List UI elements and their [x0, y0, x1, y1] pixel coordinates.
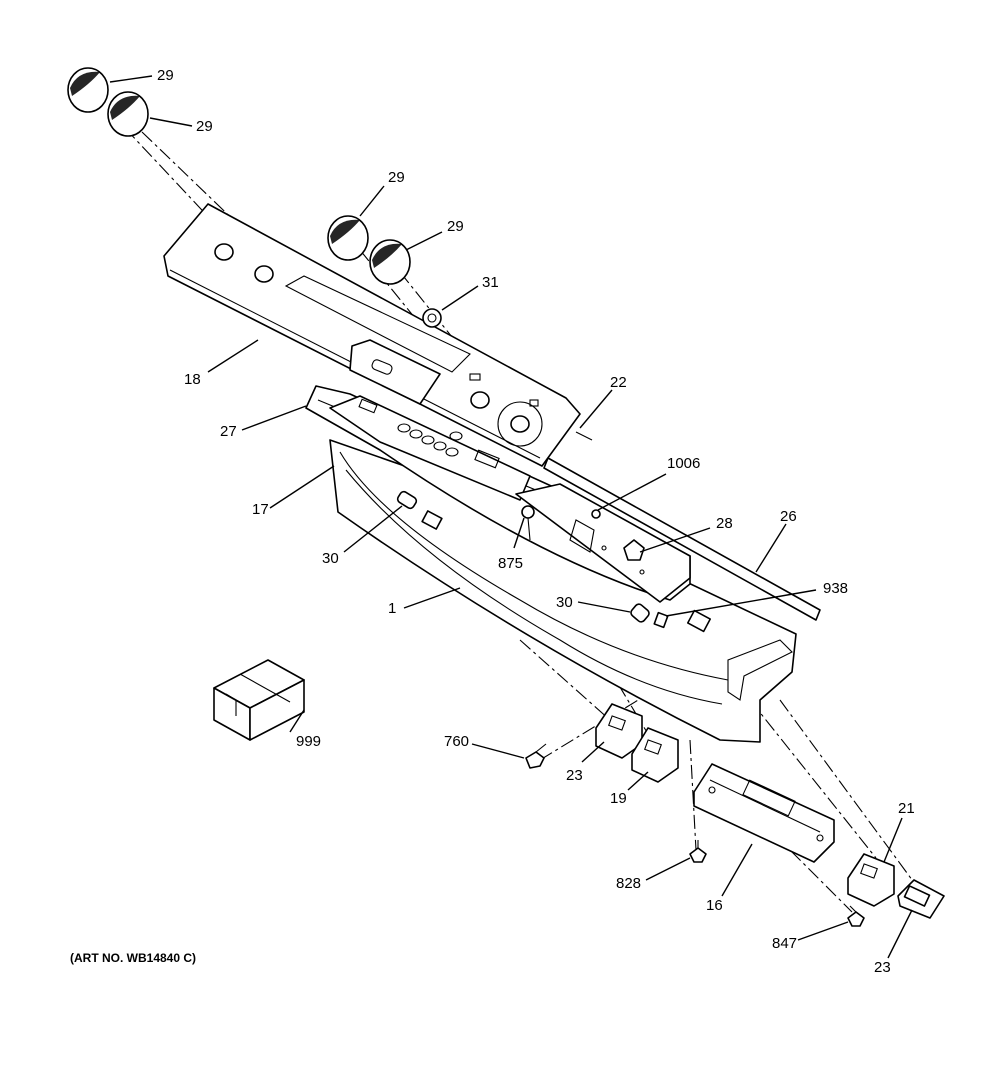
callout-29: 29	[196, 118, 213, 135]
keypad-buttons	[358, 398, 500, 469]
part-828-screw[interactable]	[689, 840, 707, 863]
art-number: (ART NO. WB14840 C)	[70, 951, 196, 965]
knob-29-c[interactable]	[327, 215, 369, 261]
part-1006-screw[interactable]	[591, 509, 601, 519]
part-19-switch[interactable]	[631, 727, 679, 783]
callout-875: 875	[498, 555, 523, 572]
callout-23: 23	[566, 767, 583, 784]
callout-labels: 29 29 29 29 31 18 22 27 1006 17 28 26 30…	[157, 67, 915, 976]
callout-27: 27	[220, 423, 237, 440]
callout-31: 31	[482, 274, 499, 291]
part-18-control-panel[interactable]	[163, 203, 581, 467]
part-31-insert[interactable]	[422, 308, 442, 328]
part-875-connector[interactable]	[521, 505, 535, 541]
part-30-socket-lower[interactable]	[629, 602, 650, 623]
callout-28: 28	[716, 515, 733, 532]
callout-18: 18	[184, 371, 201, 388]
knob-29-a[interactable]	[67, 67, 109, 113]
callout-938: 938	[823, 580, 848, 597]
part-30-socket-upper[interactable]	[396, 490, 418, 510]
part-938-clip[interactable]	[653, 611, 669, 629]
part-847-screw[interactable]	[847, 905, 865, 927]
part-1-housing[interactable]	[329, 439, 797, 743]
callout-999: 999	[296, 733, 321, 750]
part-16-control-board[interactable]	[693, 763, 835, 863]
callout-29: 29	[447, 218, 464, 235]
knob-29-b[interactable]	[107, 91, 149, 137]
part-21-switch[interactable]	[847, 853, 895, 907]
part-22-pin[interactable]	[575, 431, 593, 441]
part-760-screw[interactable]	[525, 743, 547, 769]
callout-847: 847	[772, 935, 797, 952]
callout-29: 29	[157, 67, 174, 84]
callout-760: 760	[444, 733, 469, 750]
callout-23: 23	[874, 959, 891, 976]
knob-29-d[interactable]	[369, 239, 411, 285]
callout-828: 828	[616, 875, 641, 892]
callout-26: 26	[780, 508, 797, 525]
callout-1: 1	[388, 600, 396, 617]
callout-16: 16	[706, 897, 723, 914]
callout-21: 21	[898, 800, 915, 817]
leader-lines	[109, 75, 913, 959]
part-28-bracket[interactable]	[515, 483, 691, 603]
callout-30: 30	[322, 550, 339, 567]
callout-29: 29	[388, 169, 405, 186]
callout-1006: 1006	[667, 455, 700, 472]
callout-22: 22	[610, 374, 627, 391]
part-26-rail[interactable]	[543, 457, 821, 621]
callout-19: 19	[610, 790, 627, 807]
part-17-keypad[interactable]	[329, 395, 531, 501]
callout-17: 17	[252, 501, 269, 518]
part-23-switch-right[interactable]	[897, 879, 945, 919]
part-999-box[interactable]	[213, 659, 305, 741]
callout-30: 30	[556, 594, 573, 611]
